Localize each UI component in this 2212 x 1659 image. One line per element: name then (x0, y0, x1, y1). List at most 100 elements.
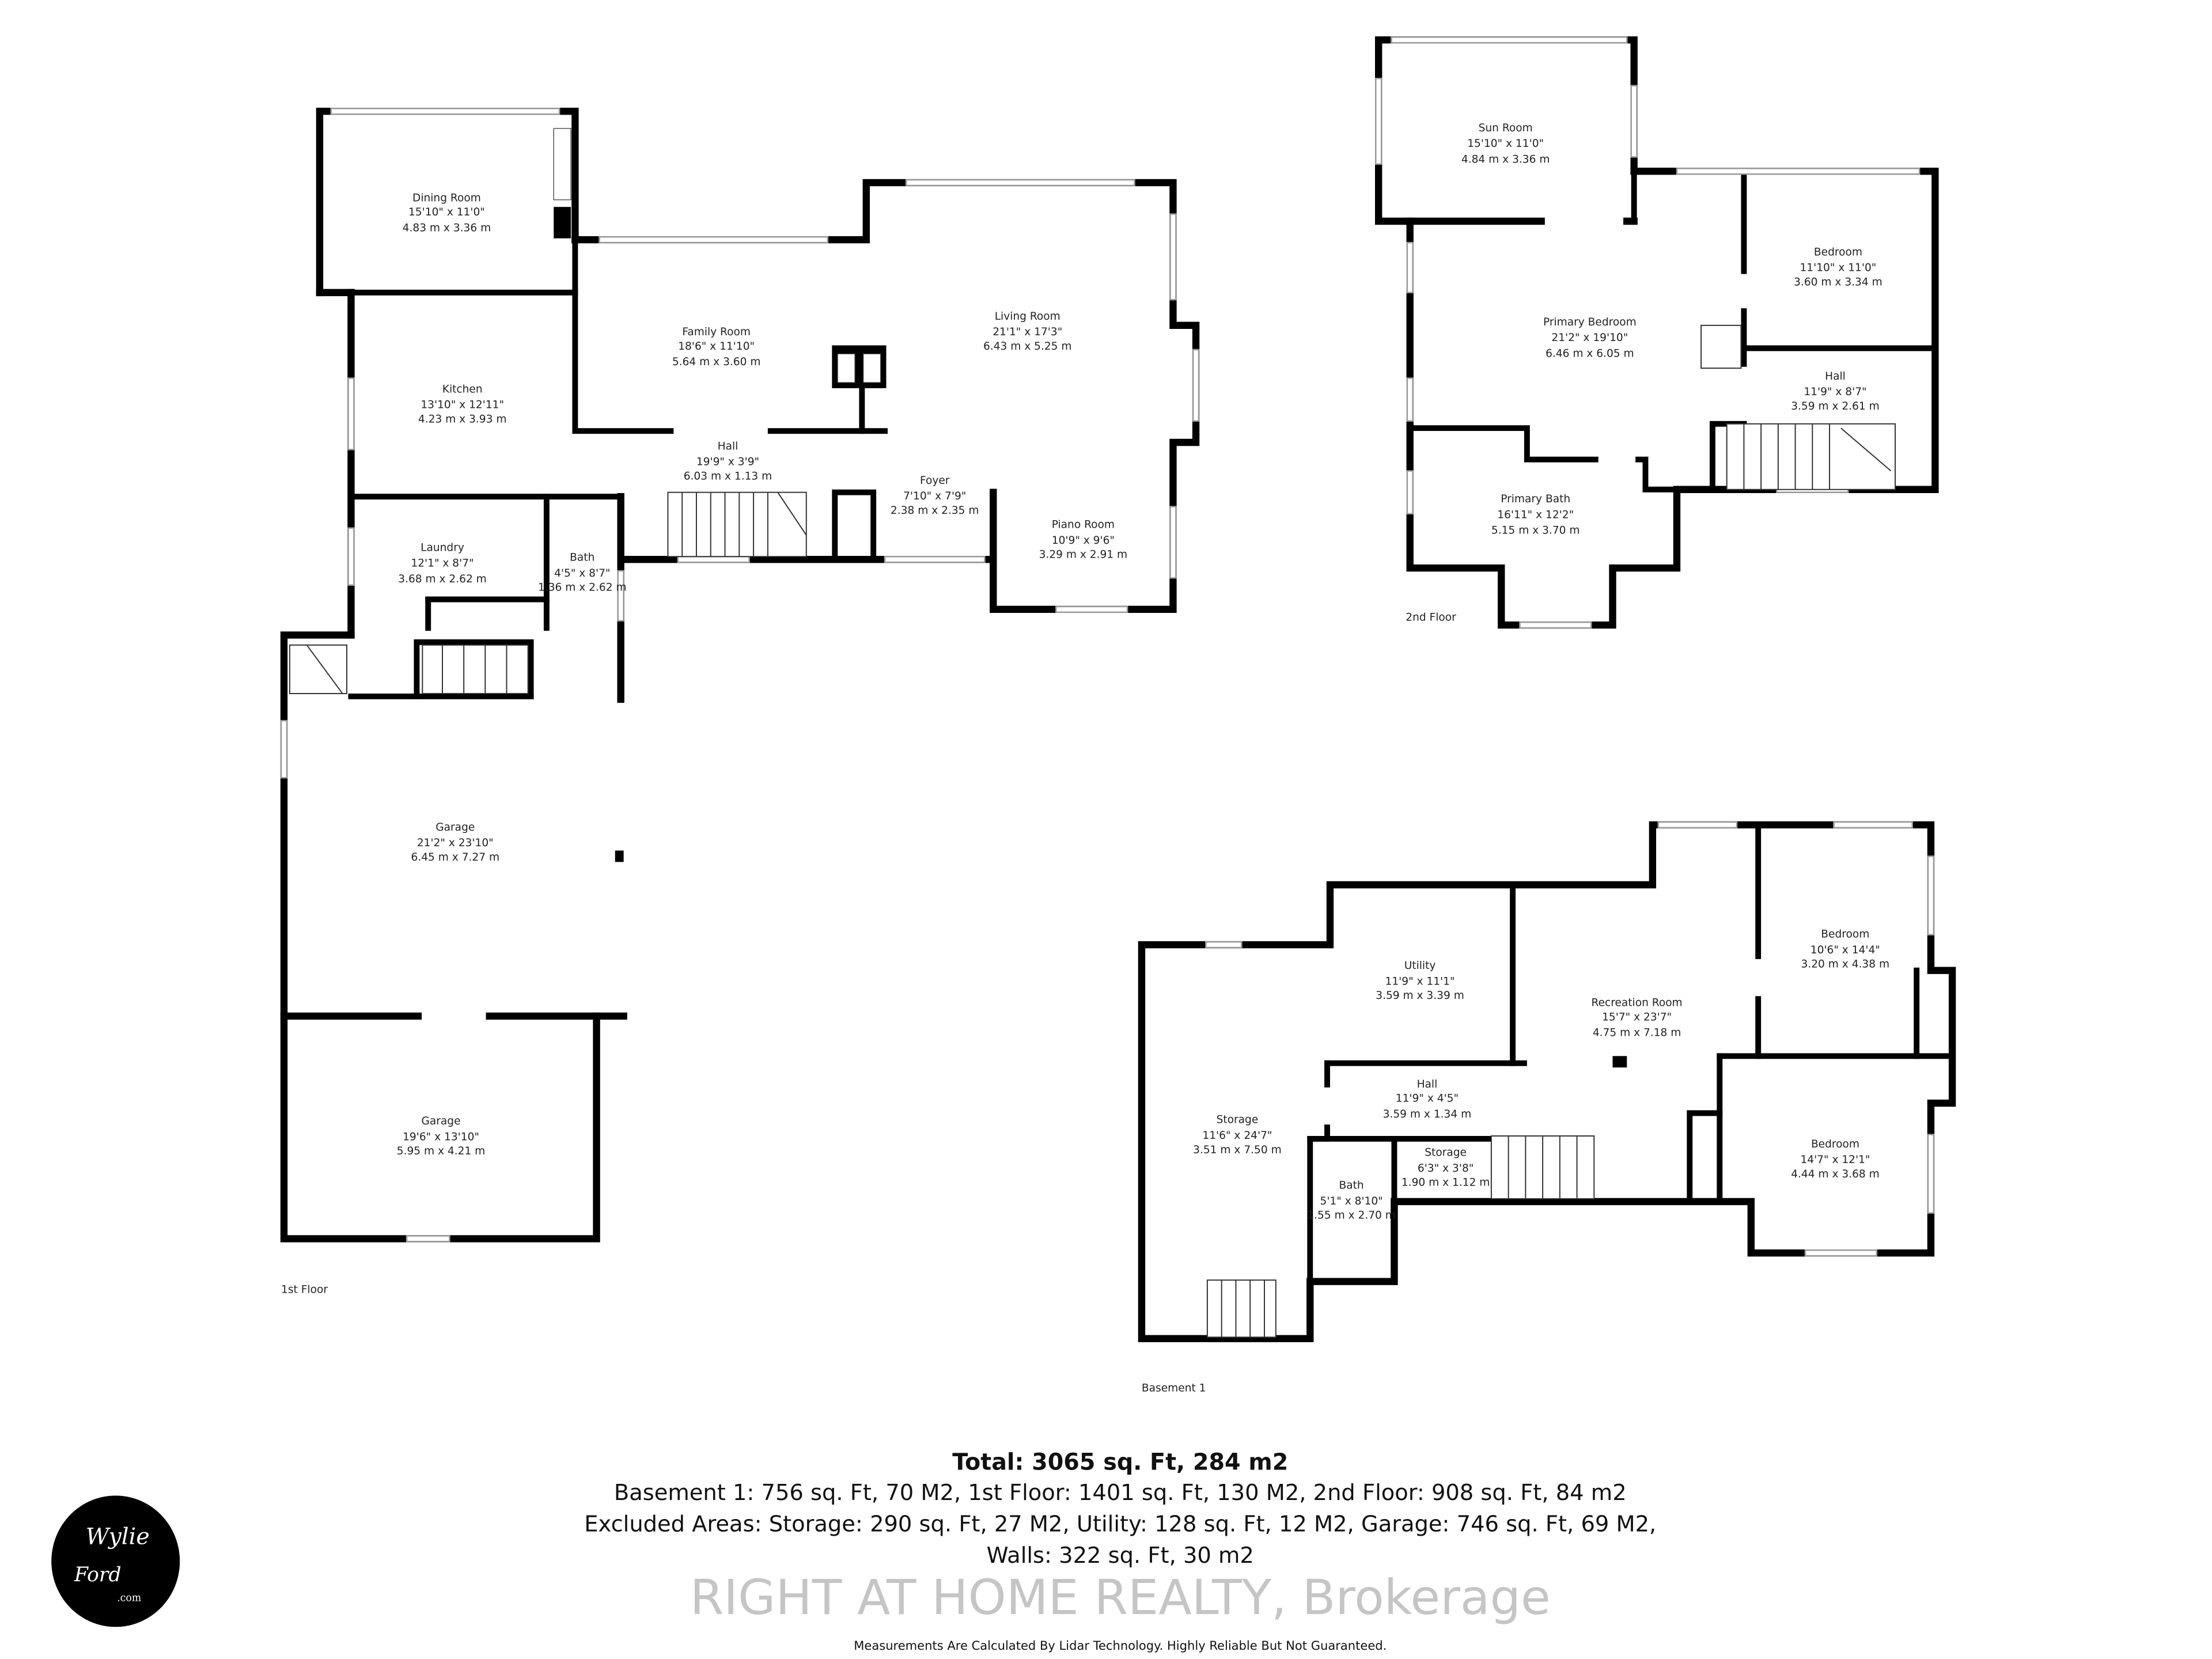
svg-text:13'10" x 12'11": 13'10" x 12'11" (421, 399, 504, 411)
svg-text:6.43 m x 5.25 m: 6.43 m x 5.25 m (983, 340, 1072, 353)
room-bath-b: Bath 5'1" x 8'10" 1.55 m x 2.70 m (1307, 1180, 1396, 1222)
disclaimer: Measurements Are Calculated By Lidar Tec… (854, 1638, 1387, 1653)
svg-text:5.15 m x 3.70 m: 5.15 m x 3.70 m (1491, 525, 1580, 537)
svg-text:Hall: Hall (1825, 370, 1846, 382)
svg-text:Foyer: Foyer (920, 475, 950, 487)
svg-text:Ford: Ford (74, 1563, 122, 1586)
floor-label-1st: 1st Floor (281, 1284, 328, 1296)
svg-text:11'6" x 24'7": 11'6" x 24'7" (1202, 1130, 1272, 1142)
svg-text:Storage: Storage (1425, 1147, 1467, 1159)
svg-text:11'9" x 11'1": 11'9" x 11'1" (1385, 975, 1455, 987)
svg-text:3.29 m x 2.91 m: 3.29 m x 2.91 m (1039, 549, 1128, 561)
room-bath: Bath 4'5" x 8'7" 1.36 m x 2.62 m (538, 552, 627, 594)
svg-text:3.59 m x 1.34 m: 3.59 m x 1.34 m (1383, 1108, 1472, 1120)
svg-text:16'11" x 12'2": 16'11" x 12'2" (1497, 509, 1574, 521)
svg-text:4.44 m x 3.68 m: 4.44 m x 3.68 m (1791, 1168, 1880, 1180)
basement-walls (1138, 821, 1956, 1343)
svg-text:15'10" x 11'0": 15'10" x 11'0" (408, 206, 485, 218)
svg-text:12'1" x 8'7": 12'1" x 8'7" (411, 558, 474, 570)
first-floor-walls (280, 108, 1200, 1243)
svg-text:15'10" x 11'0": 15'10" x 11'0" (1467, 138, 1544, 150)
svg-text:Utility: Utility (1404, 960, 1436, 972)
room-garage: Garage 21'2" x 23'10" 6.45 m x 7.27 m (411, 821, 500, 863)
room-hall-b: Hall 11'9" x 4'5" 3.59 m x 1.34 m (1383, 1078, 1472, 1120)
svg-text:4.83 m x 3.36 m: 4.83 m x 3.36 m (403, 222, 491, 234)
svg-text:5'1" x 8'10": 5'1" x 8'10" (1320, 1195, 1383, 1207)
svg-text:Hall: Hall (1417, 1078, 1438, 1090)
svg-text:Wylie: Wylie (86, 1524, 150, 1550)
floor-label-2nd: 2nd Floor (1406, 612, 1456, 624)
svg-text:Kitchen: Kitchen (442, 383, 483, 395)
second-floor-walls (1374, 36, 1939, 629)
svg-text:7'10" x 7'9": 7'10" x 7'9" (903, 490, 966, 502)
room-primary-bath: Primary Bath 16'11" x 12'2" 5.15 m x 3.70 … (1491, 493, 1580, 537)
svg-text:21'2" x 23'10": 21'2" x 23'10" (417, 837, 494, 849)
svg-text:4.23 m x 3.93 m: 4.23 m x 3.93 m (418, 413, 507, 425)
svg-text:1.55 m x 2.70 m: 1.55 m x 2.70 m (1307, 1210, 1396, 1222)
stairs-basement (1206, 1135, 1595, 1338)
svg-text:10'9" x 9'6": 10'9" x 9'6" (1052, 535, 1115, 547)
svg-text:Living Room: Living Room (995, 310, 1060, 323)
room-storage-small: Storage 6'3" x 3'8" 1.90 m x 1.12 m (1402, 1147, 1490, 1189)
svg-text:1.36 m x 2.62 m: 1.36 m x 2.62 m (538, 582, 627, 594)
svg-text:Primary Bedroom: Primary Bedroom (1543, 316, 1637, 328)
svg-text:2.38 m x 2.35 m: 2.38 m x 2.35 m (891, 505, 979, 517)
svg-text:6.46 m x 6.05 m: 6.46 m x 6.05 m (1546, 347, 1634, 359)
room-piano-room: Piano Room 10'9" x 9'6" 3.29 m x 2.91 m (1039, 519, 1128, 561)
room-living-room: Living Room 21'1" x 17'3" 6.43 m x 5.25 m (983, 310, 1072, 353)
room-laundry: Laundry 12'1" x 8'7" 3.68 m x 2.62 m (398, 541, 487, 585)
svg-text:Hall: Hall (718, 440, 738, 452)
svg-text:5.95 m x 4.21 m: 5.95 m x 4.21 m (397, 1145, 486, 1157)
room-garage-2: Garage 19'6" x 13'10" 5.95 m x 4.21 m (397, 1115, 486, 1157)
walls-area: Walls: 322 sq. Ft, 30 m2 (987, 1543, 1254, 1569)
floor-areas: Basement 1: 756 sq. Ft, 70 M2, 1st Floor… (614, 1480, 1627, 1506)
svg-text:4'5" x 8'7": 4'5" x 8'7" (554, 567, 610, 579)
svg-text:Family Room: Family Room (682, 326, 751, 338)
svg-text:Sun Room: Sun Room (1479, 122, 1533, 134)
svg-text:Primary Bath: Primary Bath (1501, 493, 1570, 505)
svg-text:Dining Room: Dining Room (412, 192, 481, 204)
svg-text:Piano Room: Piano Room (1052, 519, 1115, 531)
svg-text:18'6" x 11'10": 18'6" x 11'10" (678, 340, 755, 353)
svg-text:11'10" x 11'0": 11'10" x 11'0" (1800, 262, 1876, 274)
stairs-first-floor (289, 491, 807, 695)
room-bedroom-b1: Bedroom 10'6" x 14'4" 3.20 m x 4.38 m (1801, 929, 1890, 971)
svg-text:21'2" x 19'10": 21'2" x 19'10" (1551, 332, 1628, 344)
svg-text:19'9" x 3'9": 19'9" x 3'9" (696, 456, 759, 468)
svg-text:Garage: Garage (422, 1115, 461, 1127)
excluded-areas: Excluded Areas: Storage: 290 sq. Ft, 27 … (584, 1511, 1656, 1537)
total-area: Total: 3065 sq. Ft, 284 m2 (952, 1449, 1288, 1476)
svg-text:Storage: Storage (1217, 1114, 1259, 1126)
room-dining-room: Dining Room 15'10" x 11'0" 4.83 m x 3.36 m (403, 192, 491, 234)
svg-text:Laundry: Laundry (421, 541, 464, 554)
svg-text:10'6" x 14'4": 10'6" x 14'4" (1810, 944, 1880, 956)
svg-text:6.03 m x 1.13 m: 6.03 m x 1.13 m (684, 470, 772, 482)
svg-text:15'7" x 23'7": 15'7" x 23'7" (1602, 1011, 1672, 1023)
svg-text:Bath: Bath (570, 552, 594, 564)
svg-text:6.45 m x 7.27 m: 6.45 m x 7.27 m (411, 851, 500, 863)
svg-text:1.90 m x 1.12 m: 1.90 m x 1.12 m (1402, 1177, 1490, 1189)
svg-text:4.75 m x 7.18 m: 4.75 m x 7.18 m (1593, 1027, 1681, 1039)
svg-text:Garage: Garage (435, 821, 475, 834)
svg-text:3.68 m x 2.62 m: 3.68 m x 2.62 m (398, 573, 487, 585)
svg-text:6'3" x 3'8": 6'3" x 3'8" (1418, 1162, 1474, 1175)
svg-text:19'6" x 13'10": 19'6" x 13'10" (403, 1131, 479, 1143)
svg-text:21'1" x 17'3": 21'1" x 17'3" (993, 326, 1062, 338)
floor-label-basement: Basement 1 (1142, 1382, 1206, 1394)
svg-text:Bedroom: Bedroom (1821, 929, 1869, 941)
brokerage-watermark: RIGHT AT HOME REALTY, Brokerage (690, 1569, 1551, 1626)
room-kitchen: Kitchen 13'10" x 12'11" 4.23 m x 3.93 m (418, 383, 507, 425)
svg-text:Bath: Bath (1339, 1180, 1364, 1192)
svg-text:3.51 m x 7.50 m: 3.51 m x 7.50 m (1193, 1144, 1282, 1156)
svg-text:3.20 m x 4.38 m: 3.20 m x 4.38 m (1801, 959, 1890, 971)
stairs-second-floor (1726, 423, 1896, 490)
wylie-ford-logo: Wylie Ford .com (51, 1495, 180, 1627)
svg-text:Bedroom: Bedroom (1811, 1138, 1859, 1150)
svg-text:11'9" x 4'5": 11'9" x 4'5" (1396, 1093, 1459, 1105)
